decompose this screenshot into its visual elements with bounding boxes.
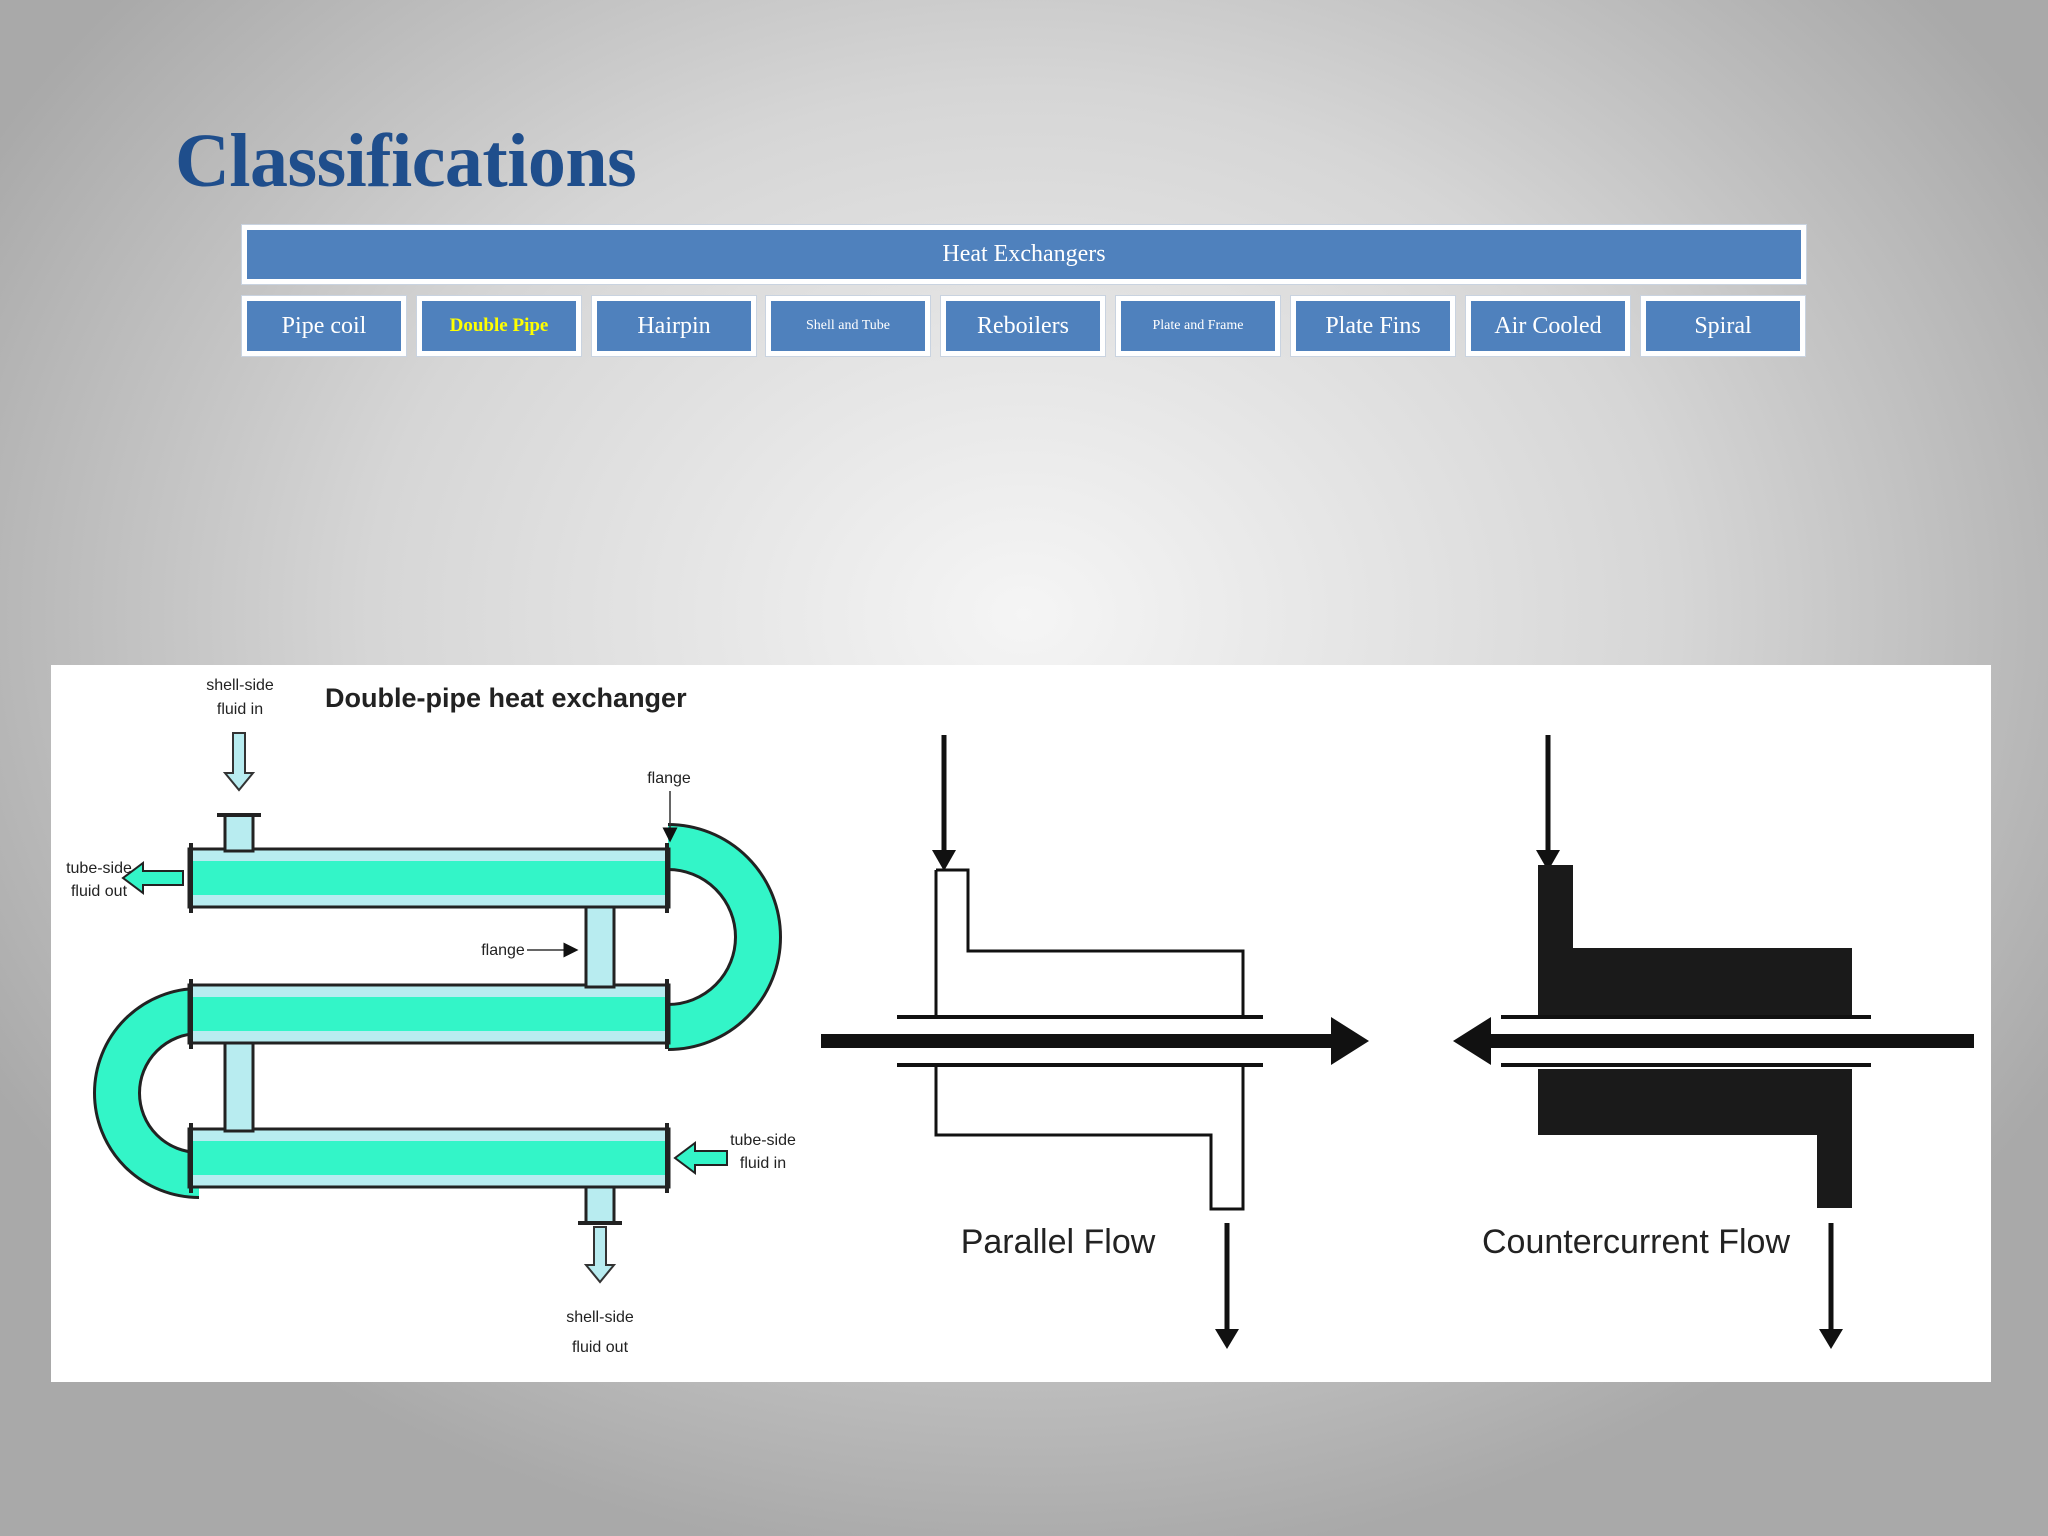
category-pipe-coil[interactable]: Pipe coil [242,296,406,356]
tube-out-label-2: fluid out [71,883,128,900]
parallel-flow-label: Parallel Flow [961,1223,1156,1261]
tube-in-arrow [673,1141,728,1175]
category-hairpin[interactable]: Hairpin [592,296,756,356]
shell-out-label-1: shell-side [566,1309,634,1326]
tube-in-label-2: fluid in [740,1155,786,1172]
heat-exchangers-box[interactable]: Heat Exchangers [242,225,1806,284]
parallel-flow-diagram: Parallel Flow [821,735,1369,1349]
double-pipe-title: Double-pipe heat exchanger [325,683,687,713]
countercurrent-flow-diagram: Countercurrent Flow [1453,735,1974,1349]
category-air-cooled[interactable]: Air Cooled [1466,296,1630,356]
double-pipe-exchanger-drawing: Double-pipe heat exchanger shell-side fl… [66,677,796,1356]
tube-out-arrow [121,861,184,895]
category-plate-and-frame[interactable]: Plate and Frame [1116,296,1280,356]
shell-out-arrow [583,1226,617,1284]
category-double-pipe[interactable]: Double Pipe [417,296,581,356]
shell-out-label-2: fluid out [572,1339,629,1356]
shell-in-label-1: shell-side [206,677,274,694]
diagram-figure: Double-pipe heat exchanger shell-side fl… [51,665,1991,1382]
slide-title: Classifications [175,119,637,203]
shell-in-label-2: fluid in [217,701,263,718]
tube-in-label-1: tube-side [730,1132,796,1149]
category-reboilers[interactable]: Reboilers [941,296,1105,356]
shell-in-arrow [222,732,256,792]
category-plate-fins[interactable]: Plate Fins [1291,296,1455,356]
flange-label-top: flange [647,770,691,787]
category-shell-and-tube[interactable]: Shell and Tube [766,296,930,356]
tube-out-label-1: tube-side [66,860,132,877]
countercurrent-flow-label: Countercurrent Flow [1482,1223,1790,1261]
category-spiral[interactable]: Spiral [1641,296,1805,356]
flange-label-mid: flange [481,942,525,959]
